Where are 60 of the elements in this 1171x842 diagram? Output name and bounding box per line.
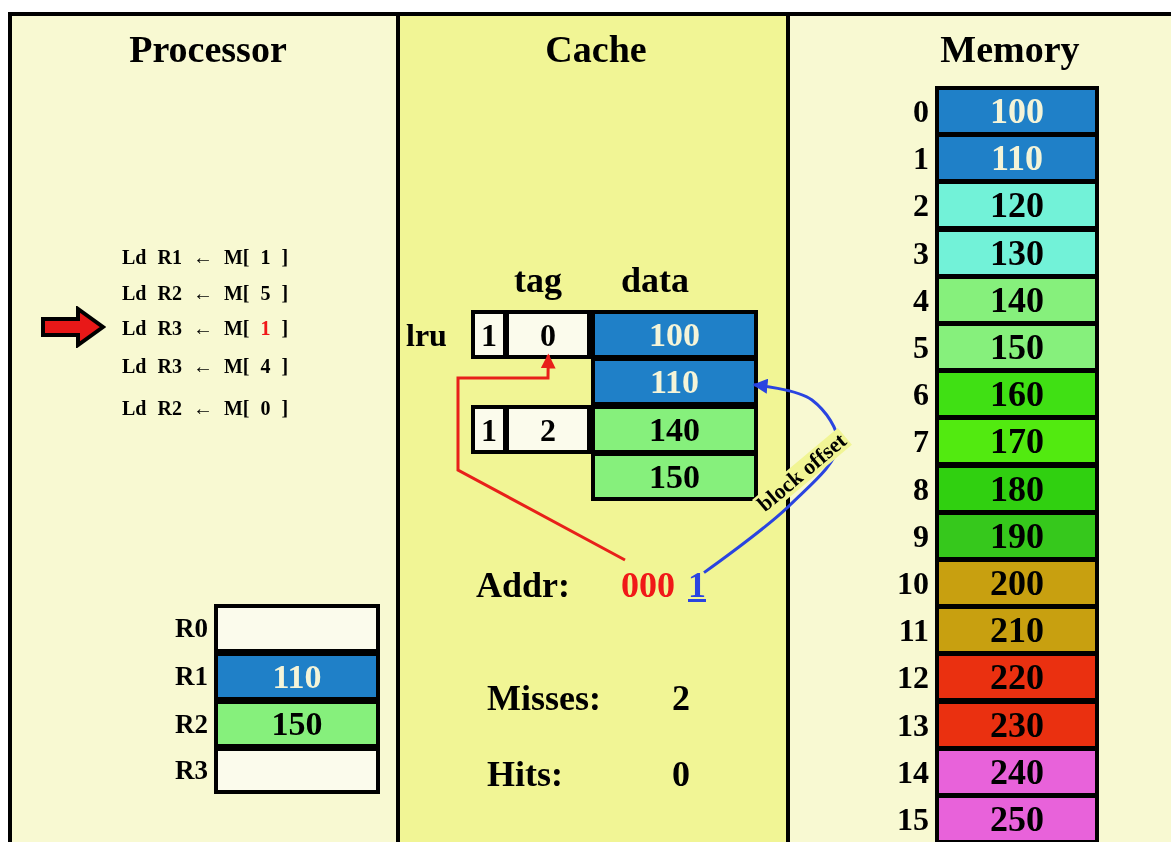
panel-heading: Cache xyxy=(544,30,648,68)
cache-data-cell: 140 xyxy=(591,405,758,454)
address-number: 11 xyxy=(897,614,929,647)
statistic-text: Misses: xyxy=(487,680,601,716)
memory-cell: 230 xyxy=(935,699,1099,750)
statistic-text: Hits: xyxy=(487,756,563,792)
instruction-text: Ld R3 ← M[ 1 ] xyxy=(122,318,289,338)
register-name: R3 xyxy=(174,757,208,784)
lru-bit-cell: 1 xyxy=(471,310,507,359)
memory-cell: 170 xyxy=(935,416,1099,467)
empty-register-cell xyxy=(214,604,380,653)
address-number: 9 xyxy=(912,519,929,552)
address-number: 10 xyxy=(896,567,929,599)
register-name: R1 xyxy=(174,663,208,690)
memory-cell: 220 xyxy=(935,652,1099,703)
memory-cell: 250 xyxy=(935,794,1099,842)
cache-data-cell: 110 xyxy=(591,357,758,406)
address-number: 4 xyxy=(912,283,929,316)
address-number: 13 xyxy=(896,708,929,741)
panel-heading: Memory xyxy=(939,30,1081,68)
address-number: 8 xyxy=(912,472,929,505)
memory-cell: 130 xyxy=(935,227,1099,278)
column-header: data xyxy=(621,262,689,298)
address-tag-bits: 000 xyxy=(610,564,686,606)
memory-cell: 150 xyxy=(935,322,1099,372)
memory-cell: 200 xyxy=(935,558,1099,608)
register-cell: 110 xyxy=(214,652,380,701)
cache-data-cell: 100 xyxy=(591,310,758,359)
address-number: 14 xyxy=(896,755,929,788)
address-number: 7 xyxy=(912,425,929,458)
address-number: 1 xyxy=(912,142,929,175)
address-number: 5 xyxy=(912,331,929,363)
address-number: 2 xyxy=(912,189,929,222)
lru-bit-cell: 1 xyxy=(471,405,507,454)
tag-cell: 2 xyxy=(505,405,591,454)
address-number: 0 xyxy=(912,95,929,127)
register-name: R0 xyxy=(174,615,208,642)
memory-cell: 120 xyxy=(935,180,1099,231)
address-label: Addr: xyxy=(476,567,570,603)
register-name: R2 xyxy=(174,710,208,738)
tag-cell: 0 xyxy=(505,310,591,359)
panel-heading: Processor xyxy=(128,30,288,68)
memory-cell: 100 xyxy=(935,86,1099,136)
lru-label: lru xyxy=(406,319,447,351)
column-header: tag xyxy=(514,262,562,298)
empty-register-cell xyxy=(214,747,380,794)
address-number: 6 xyxy=(912,378,929,411)
instruction-text: Ld R1 ← M[ 1 ] xyxy=(122,247,289,267)
address-offset-bit: 1 xyxy=(686,564,708,606)
memory-cell: 180 xyxy=(935,463,1099,514)
instruction-text: Ld R2 ← M[ 5 ] xyxy=(122,283,289,303)
address-number: 15 xyxy=(896,803,929,835)
address-number: 12 xyxy=(896,661,929,694)
statistic-text: 0 xyxy=(672,756,690,792)
statistic-text: 2 xyxy=(672,680,690,716)
register-cell: 150 xyxy=(214,700,380,748)
arrow xyxy=(456,353,626,562)
address-number: 3 xyxy=(912,236,929,269)
instruction-text: Ld R2 ← M[ 0 ] xyxy=(122,398,289,418)
instruction-text: Ld R3 ← M[ 4 ] xyxy=(122,356,289,376)
